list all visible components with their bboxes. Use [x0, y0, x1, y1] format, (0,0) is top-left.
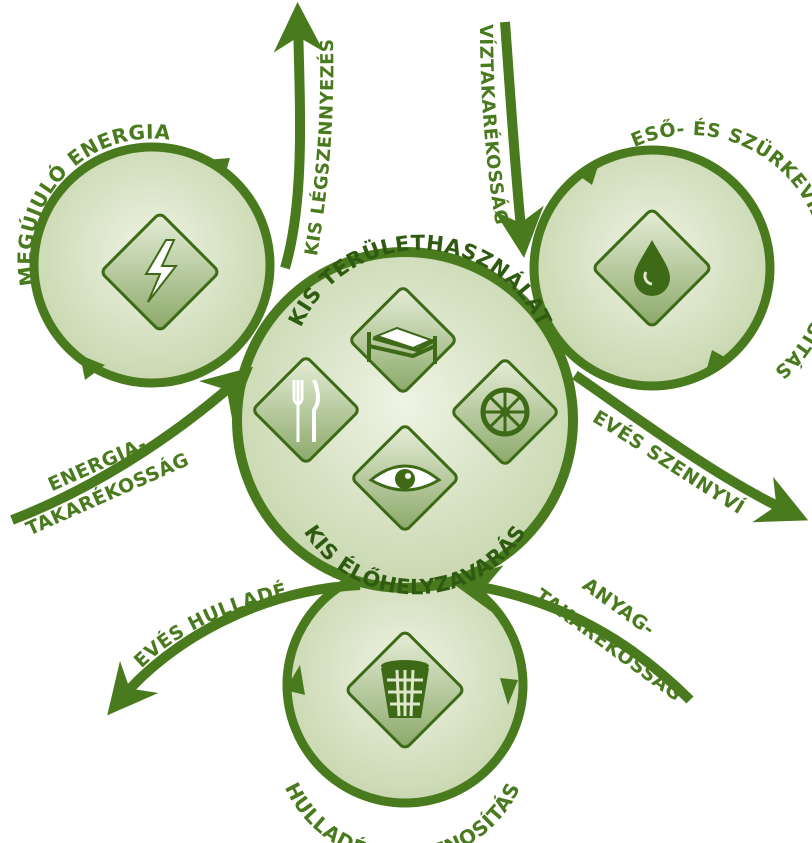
cycle-arrow-icon [205, 158, 230, 175]
cycle-arrow-icon [80, 355, 105, 380]
cycle-arrow-icon [578, 160, 600, 185]
waste-arrow [107, 580, 361, 716]
cycle-arrow-icon [705, 350, 730, 375]
water-drop-icon [593, 209, 711, 327]
air-pollution-arrow [273, 2, 324, 270]
center-circle [232, 247, 578, 593]
energy-saving-arrow [10, 366, 253, 525]
sewage-arrow [572, 370, 809, 523]
bed-icon [350, 287, 456, 393]
cycle-arrow-icon [285, 665, 305, 695]
water-saving-arrow [494, 21, 544, 258]
wheel-icon [452, 359, 558, 465]
material-saving-arrow [450, 565, 694, 704]
lightning-icon [101, 213, 219, 331]
cycle-arrow-icon [500, 678, 518, 705]
cutlery-icon [253, 357, 359, 463]
waste-basket-icon [346, 631, 464, 749]
eye-icon [352, 425, 458, 531]
air-pollution-label: KIS LÉGSZENNYEZÉS [301, 38, 338, 257]
